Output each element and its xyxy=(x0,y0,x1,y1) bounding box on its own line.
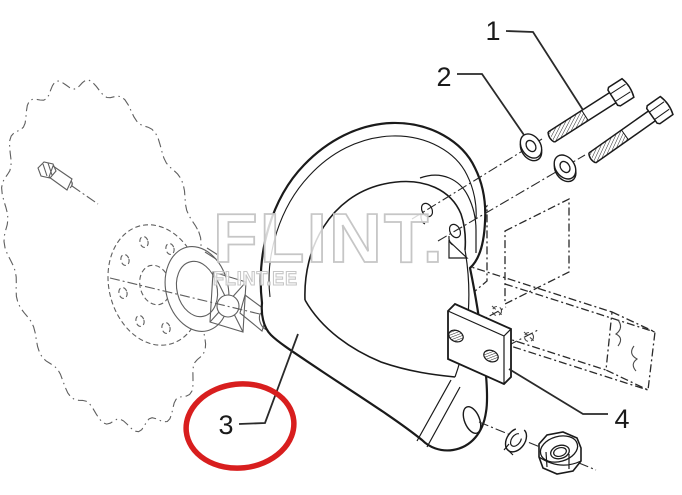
centerline-bolt-1 xyxy=(411,138,543,220)
watermark-secondary: FLINT.EE xyxy=(212,268,298,290)
washer-2a xyxy=(514,129,548,166)
callout-1: 1 xyxy=(485,16,584,111)
svg-text:FLINT.EE: FLINT.EE xyxy=(213,269,298,290)
callout-3: 3 xyxy=(218,333,299,440)
spring-washer xyxy=(503,427,528,456)
callout-2-label: 2 xyxy=(436,62,451,92)
callout-1-label: 1 xyxy=(485,16,500,46)
centerline-nut xyxy=(478,421,597,471)
watermark-primary: FLINT. xyxy=(212,198,445,278)
callout-4-label: 4 xyxy=(614,404,629,434)
highlight-ellipse xyxy=(183,381,297,471)
hex-nut xyxy=(538,431,582,475)
washer-2b xyxy=(547,150,583,187)
callout-4: 4 xyxy=(508,368,630,434)
svg-text:FLINT.: FLINT. xyxy=(213,199,445,277)
callout-2: 2 xyxy=(436,62,525,136)
disc-bolt-ghost xyxy=(37,161,99,205)
centerline-bolt-2 xyxy=(437,154,586,242)
clamp-plate xyxy=(447,302,512,386)
coulter-disc-ghost xyxy=(1,79,209,433)
callout-3-label: 3 xyxy=(218,410,233,440)
hub-ghost xyxy=(109,246,272,333)
